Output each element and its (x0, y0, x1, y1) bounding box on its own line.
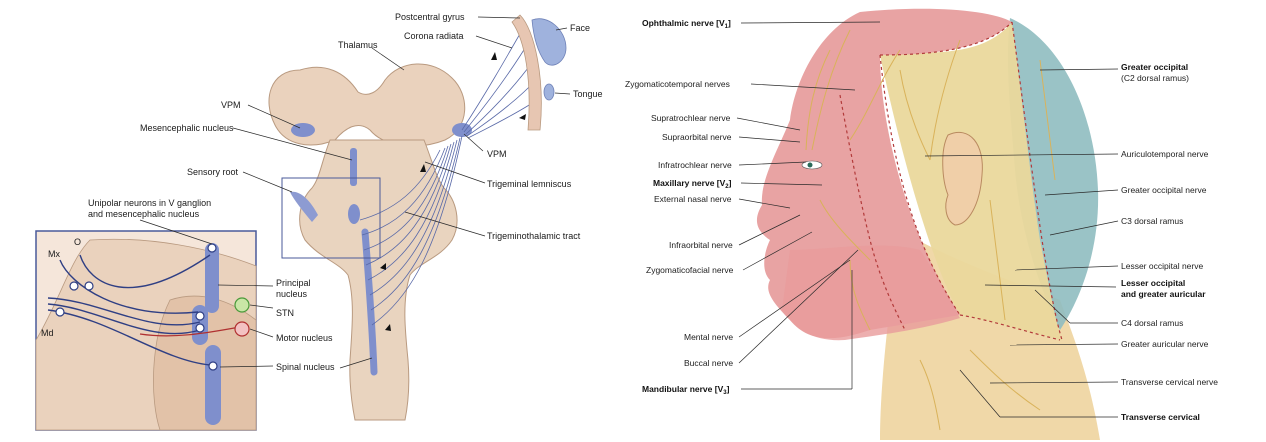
dermatome-boundaries (839, 21, 1063, 341)
left-labels: Postcentral gyrus Corona radiata Face To… (41, 12, 603, 372)
brainstem-illustration (268, 14, 567, 421)
right-leader-lines (736, 21, 1119, 418)
label-zygomaticotemporal: Zygomaticotemporal nerves (625, 79, 730, 89)
label-transverse-cervical-nerve: Transverse cervical nerve (1121, 377, 1218, 387)
vpm-left-mark (291, 123, 315, 137)
label-maxillary: Maxillary nerve [V2] (653, 178, 732, 190)
motor-nucleus-mark (234, 321, 250, 337)
label-unipolar-line1: Unipolar neurons in V ganglion (88, 198, 211, 208)
label-supraorbital: Supraorbital nerve (662, 132, 732, 142)
label-greater-auricular: Greater auricular nerve (1121, 339, 1209, 349)
label-transverse-cervical-bold: Transverse cervical (1121, 412, 1200, 422)
iris-shape (807, 162, 813, 168)
label-stn: STN (276, 308, 294, 318)
label-auriculotemporal: Auriculotemporal nerve (1121, 149, 1209, 159)
mesencephalic-nucleus-mark (350, 148, 357, 186)
thalamus-shape (268, 63, 466, 147)
label-corona-radiata: Corona radiata (404, 31, 464, 41)
tongue-homunculus (543, 83, 555, 101)
brainstem-shape (299, 139, 458, 421)
label-supratrochlear: Supratrochlear nerve (651, 113, 731, 123)
label-lesser-occipital: Lesser occipital nerve (1121, 261, 1203, 271)
label-mesencephalic-nucleus: Mesencephalic nucleus (140, 123, 234, 133)
label-external-nasal: External nasal nerve (654, 194, 732, 204)
label-greater-occipital-nerve: Greater occipital nerve (1121, 185, 1207, 195)
label-postcentral-gyrus: Postcentral gyrus (395, 12, 465, 22)
label-c3: C3 dorsal ramus (1121, 216, 1183, 226)
principal-nucleus-mark (348, 204, 360, 224)
label-o: O (74, 237, 81, 247)
label-c4: C4 dorsal ramus (1121, 318, 1183, 328)
mandibular-region (782, 245, 960, 341)
right-labels-right: Greater occipital (C2 dorsal ramus) Auri… (1121, 62, 1218, 422)
label-mandibular: Mandibular nerve [V3] (642, 384, 730, 396)
left-leader-lines (139, 16, 571, 369)
label-principal-line1: Principal (276, 278, 311, 288)
label-trigeminothalamic-tract: Trigeminothalamic tract (487, 231, 581, 241)
spinal-nucleus-mark (361, 228, 378, 376)
right-labels-left: Ophthalmic nerve [V1] Zygomaticotemporal… (625, 18, 734, 396)
label-ophthalmic: Ophthalmic nerve [V1] (642, 18, 731, 30)
inset-frame (281, 177, 381, 259)
label-zygomaticofacial: Zygomaticofacial nerve (646, 265, 734, 275)
label-trigeminal-lemniscus: Trigeminal lemniscus (487, 179, 572, 189)
label-spinal-nucleus: Spinal nucleus (276, 362, 335, 372)
label-lesser-greater-2: and greater auricular (1121, 289, 1206, 299)
label-mx: Mx (48, 249, 60, 259)
head-illustration (756, 8, 1100, 440)
label-infratrochlear: Infratrochlear nerve (658, 160, 732, 170)
face-homunculus (531, 18, 567, 66)
postcentral-gyrus-shape (511, 14, 542, 131)
flow-arrows (380, 52, 526, 331)
label-vpm-right: VPM (487, 149, 507, 159)
label-tongue: Tongue (573, 89, 603, 99)
stn-mark (234, 297, 250, 313)
label-motor-nucleus: Motor nucleus (276, 333, 333, 343)
label-vpm-left: VPM (221, 100, 241, 110)
label-greater-occipital-bold: Greater occipital (1121, 62, 1188, 72)
label-unipolar-line2: and mesencephalic nucleus (88, 209, 200, 219)
label-thalamus: Thalamus (338, 40, 378, 50)
label-mental: Mental nerve (684, 332, 733, 342)
inset-panel (35, 230, 257, 431)
label-buccal: Buccal nerve (684, 358, 733, 368)
label-greater-occipital-sub: (C2 dorsal ramus) (1121, 73, 1189, 83)
label-md: Md (41, 328, 54, 338)
label-principal-line2: nucleus (276, 289, 308, 299)
label-infraorbital: Infraorbital nerve (669, 240, 733, 250)
label-face: Face (570, 23, 590, 33)
trigeminothalamic-fibers (359, 135, 463, 326)
sensory-root-mark (290, 191, 318, 222)
nerve-branches (805, 29, 1056, 431)
label-lesser-greater-1: Lesser occipital (1121, 278, 1185, 288)
label-sensory-root: Sensory root (187, 167, 239, 177)
